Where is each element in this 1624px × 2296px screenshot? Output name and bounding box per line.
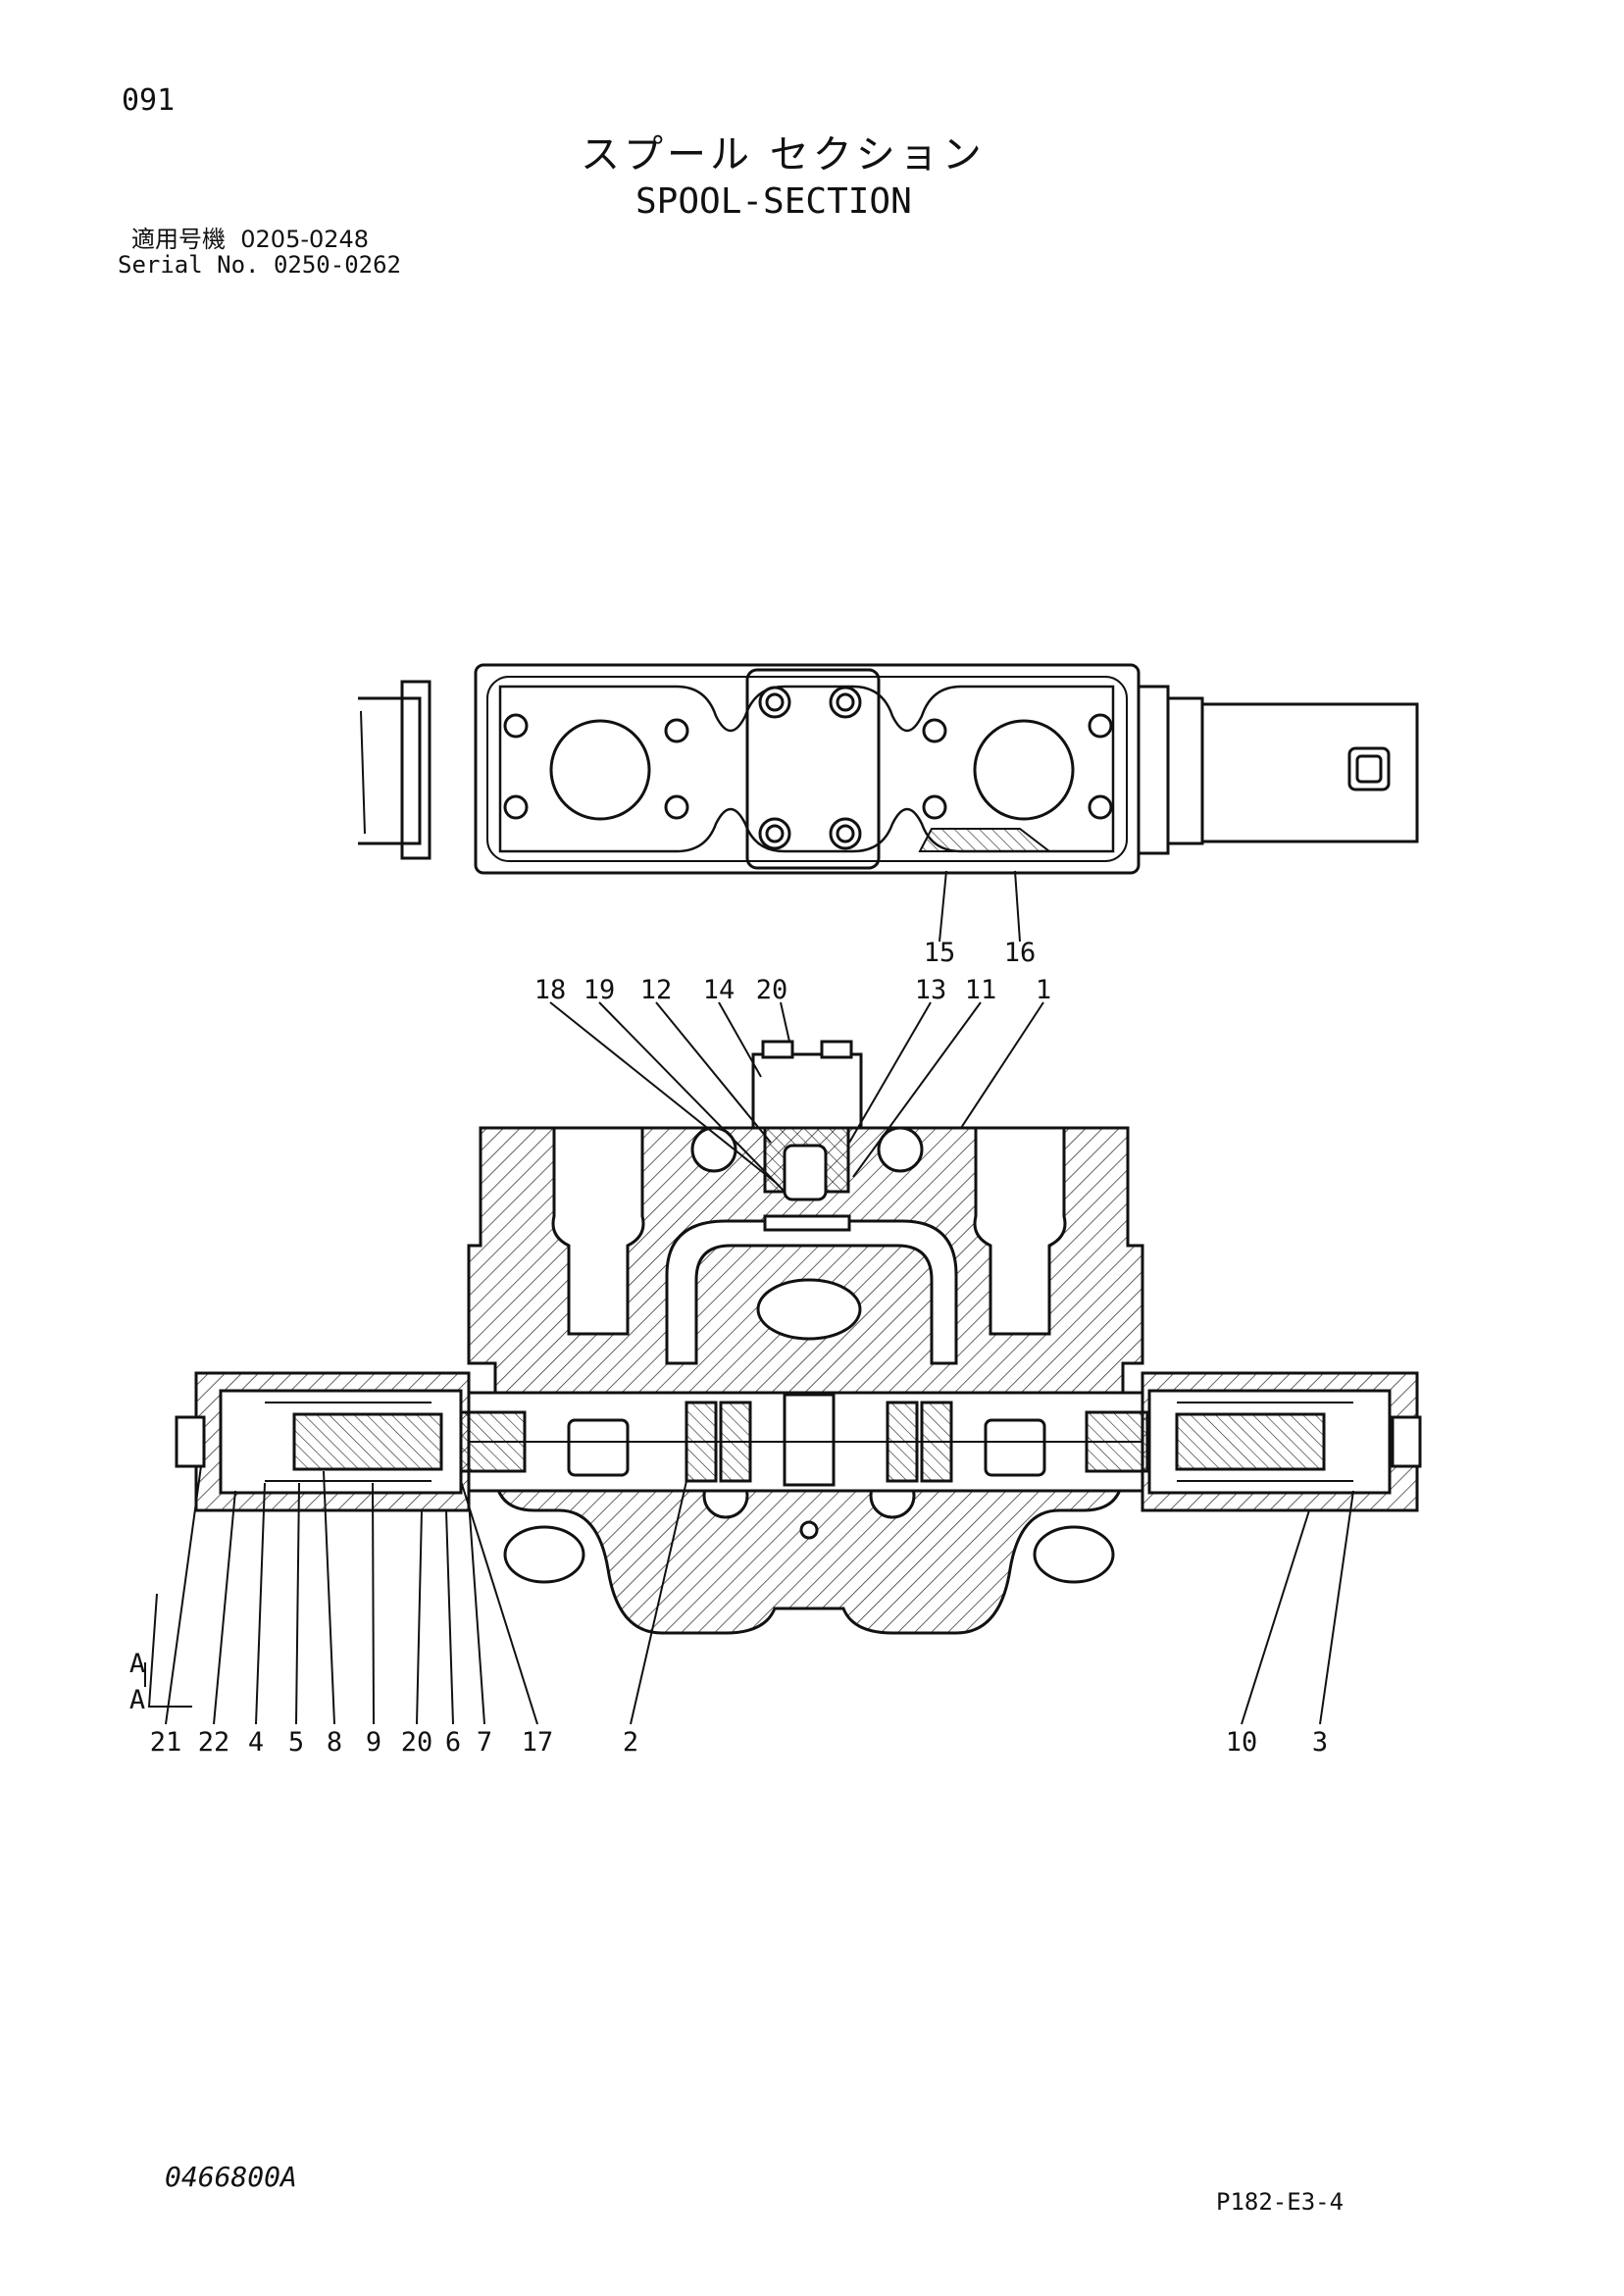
section-marker-a-upper: A [129,1649,145,1679]
document-code: 0466800A [165,2161,297,2193]
callout-3: 3 [1312,1727,1328,1758]
callout-17: 17 [522,1727,554,1758]
callout-14: 14 [703,975,736,1005]
callout-9: 9 [366,1727,381,1758]
title-japanese: スプール セクション [581,132,986,178]
applicable-serial-japanese: 適用号機 0205-0248 [131,226,370,253]
callout-21: 21 [150,1727,182,1758]
section-view [175,1040,1422,1635]
callout-1: 1 [1036,975,1051,1005]
page-number: 091 [122,83,176,118]
callout-20-bottom: 20 [401,1727,433,1758]
callout-12: 12 [640,975,673,1005]
callout-10: 10 [1226,1727,1258,1758]
title-english: SPOOL-SECTION [635,181,912,222]
callout-13: 13 [915,975,947,1005]
callout-16: 16 [1004,938,1037,968]
section-marker-a-lower: A [129,1685,145,1715]
callout-5: 5 [288,1727,304,1758]
callout-15: 15 [924,938,956,968]
callout-22: 22 [198,1727,230,1758]
leader-lines [144,870,1354,1725]
callout-8: 8 [327,1727,342,1758]
callout-20-top: 20 [756,975,788,1005]
callout-11: 11 [965,975,997,1005]
callout-4: 4 [248,1727,264,1758]
callout-2: 2 [623,1727,638,1758]
applicable-serial-english: Serial No. 0250-0262 [118,251,401,279]
top-view [358,663,1419,875]
callout-19: 19 [584,975,616,1005]
callout-7: 7 [477,1727,492,1758]
sheet-code: P182-E3-4 [1216,2188,1345,2216]
callouts: 15 16 18 19 12 14 20 13 11 1 21 22 4 5 8… [129,938,1328,1758]
callout-6: 6 [445,1727,461,1758]
callout-18: 18 [534,975,567,1005]
